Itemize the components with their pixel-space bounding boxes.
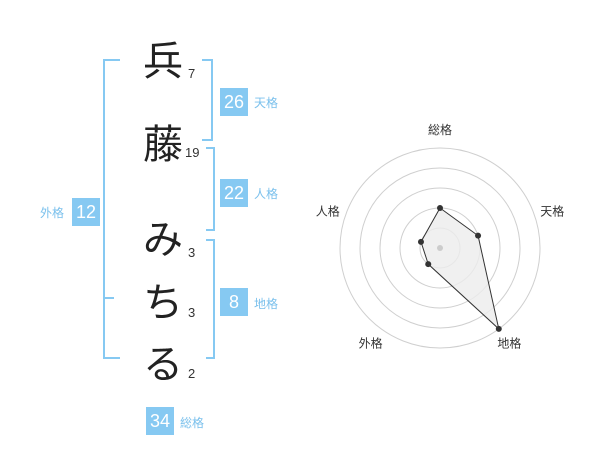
stroke-count-2: 19 bbox=[185, 145, 200, 160]
radar-point-3 bbox=[495, 325, 502, 332]
soukaku-badge: 34 bbox=[146, 407, 174, 435]
stroke-count-5: 2 bbox=[188, 366, 196, 381]
radar-ring-5 bbox=[339, 147, 541, 349]
radar-point-5 bbox=[417, 238, 424, 245]
gaikaku-bracket bbox=[103, 59, 120, 359]
name-char-2: 藤 bbox=[143, 122, 183, 168]
radar-polygon bbox=[420, 207, 500, 331]
fortune-brackets bbox=[103, 59, 215, 359]
tenkaku-label: 天格 bbox=[254, 96, 279, 110]
stroke-count-3: 3 bbox=[188, 245, 196, 260]
radar-point-4 bbox=[425, 261, 432, 268]
radar-axis-label-4: 外格 bbox=[359, 335, 383, 350]
radar-center bbox=[437, 245, 443, 251]
radar-axis-label-2: 天格 bbox=[540, 204, 564, 219]
name-char-1: 兵 bbox=[143, 39, 183, 85]
tenkaku-bracket bbox=[202, 59, 213, 141]
tenkaku-badge: 26 bbox=[220, 88, 248, 116]
radar-ring-3 bbox=[379, 187, 501, 309]
radar-axis-label-5: 人格 bbox=[316, 204, 340, 219]
radar-ring-4 bbox=[359, 167, 521, 329]
jinkaku-bracket bbox=[206, 147, 215, 231]
radar-point-1 bbox=[437, 205, 443, 211]
jinkaku-badge: 22 bbox=[220, 179, 248, 207]
stroke-count-1: 7 bbox=[188, 66, 196, 81]
name-char-5: る bbox=[143, 342, 183, 388]
gaikaku-badge: 12 bbox=[72, 198, 100, 226]
jinkaku-label: 人格 bbox=[254, 187, 279, 201]
radar-axis-label-3: 地格 bbox=[497, 335, 521, 350]
name-char-3: み bbox=[143, 217, 183, 263]
chikaku-bracket bbox=[206, 239, 215, 359]
radar-point-2 bbox=[475, 232, 482, 239]
gaikaku-label: 外格 bbox=[40, 206, 65, 220]
chikaku-badge: 8 bbox=[220, 288, 248, 316]
radar-axis-label-1: 総格 bbox=[428, 122, 452, 137]
name-char-4: ち bbox=[143, 280, 183, 326]
chikaku-label: 地格 bbox=[254, 297, 279, 311]
soukaku-label: 総格 bbox=[180, 416, 205, 430]
stroke-count-4: 3 bbox=[188, 305, 196, 320]
